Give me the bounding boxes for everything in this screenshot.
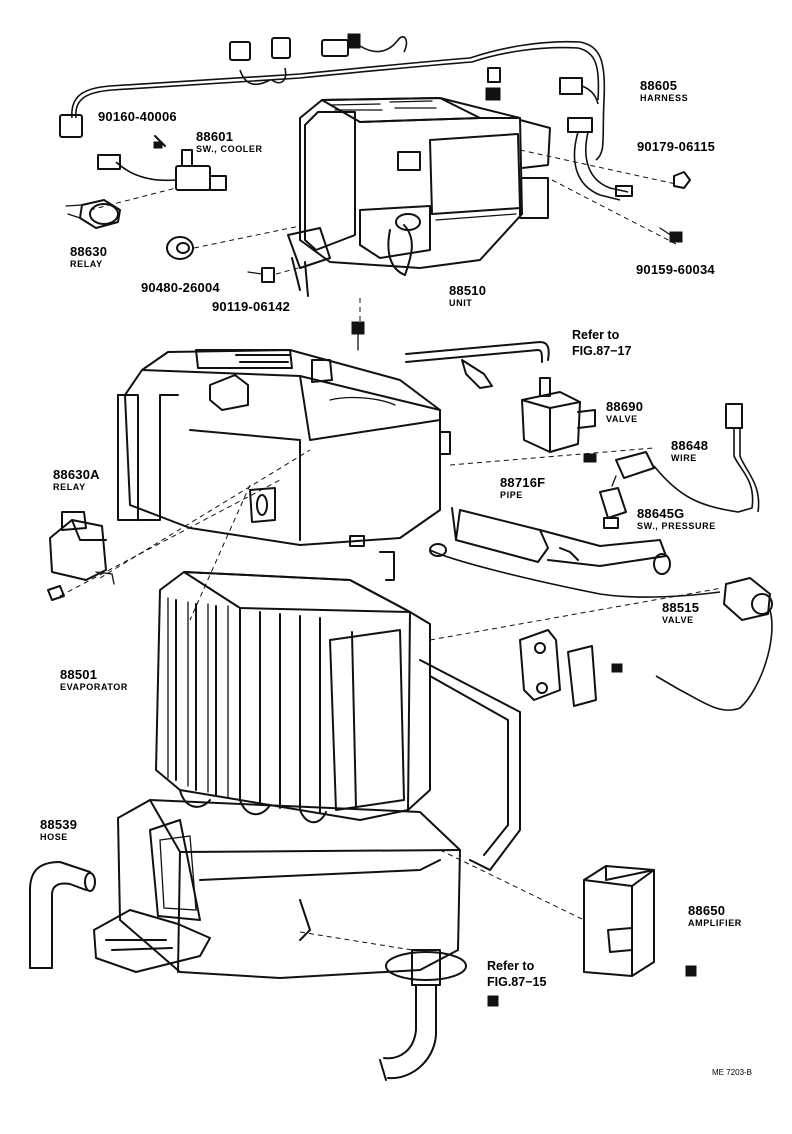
lower-case-drawing (93, 799, 461, 979)
callout-88648: 88648 WIRE (671, 438, 708, 463)
callout-88601: 88601 SW., COOLER (196, 129, 263, 154)
reference-figure: FIG.87−17 (572, 344, 632, 358)
part-description: HOSE (40, 832, 68, 842)
harness-drawing (59, 33, 633, 201)
wire-88648-drawing (615, 403, 760, 513)
part-description: PIPE (500, 490, 523, 500)
callout-90480-26004: 90480-26004 (141, 280, 220, 295)
callout-88690: 88690 VALVE (606, 399, 643, 424)
callout-88716f: 88716F PIPE (500, 475, 545, 500)
clip-drawing (379, 551, 395, 581)
part-description: SW., COOLER (196, 144, 263, 154)
part-description: VALVE (662, 615, 694, 625)
callout-88630: 88630 RELAY (70, 244, 107, 269)
reference-figure: FIG.87−15 (487, 975, 547, 989)
part-number: 90160-40006 (98, 109, 177, 124)
part-description: RELAY (53, 482, 86, 492)
part-number: 88630A (53, 467, 100, 482)
cooler-switch-drawing (97, 135, 227, 191)
callout-88539: 88539 HOSE (40, 817, 77, 842)
part-number: 88605 (640, 78, 678, 93)
part-description: UNIT (449, 298, 473, 308)
bracket-drawing (519, 629, 623, 707)
amplifier-drawing (583, 865, 697, 977)
callout-90179-06115: 90179-06115 (637, 139, 715, 154)
upper-housing-drawing (117, 349, 451, 547)
part-number: 88515 (662, 600, 700, 615)
reference-fig-87-15: Refer to FIG.87−15 (487, 958, 546, 990)
relay-88630-drawing (65, 199, 121, 229)
relay-88630a-drawing (47, 511, 115, 601)
bolt-90119-drawing (247, 267, 275, 283)
pipe-88716f-drawing (451, 507, 671, 575)
callout-88650: 88650 AMPLIFIER (688, 903, 742, 928)
callout-88515: 88515 VALVE (662, 600, 699, 625)
frame-drawing (419, 659, 521, 871)
part-number: 88510 (449, 283, 487, 298)
part-number: 88501 (60, 667, 98, 682)
part-description: SW., PRESSURE (637, 521, 716, 531)
part-description: WIRE (671, 453, 697, 463)
valve-88690-drawing (521, 377, 597, 463)
part-number: 90119-06142 (212, 299, 291, 314)
part-number: 88716F (500, 475, 546, 490)
callout-88501: 88501 EVAPORATOR (60, 667, 128, 692)
part-number: 90179-06115 (637, 139, 716, 154)
part-number: 88539 (40, 817, 78, 832)
part-description: VALVE (606, 414, 638, 424)
callout-88605: 88605 HARNESS (640, 78, 688, 103)
hose-drawing (29, 861, 96, 969)
part-number: 90480-26004 (141, 280, 220, 295)
part-number: 90159-60034 (636, 262, 715, 277)
part-number: 88648 (671, 438, 709, 453)
part-description: HARNESS (640, 93, 689, 103)
leader-lines (59, 149, 723, 951)
callout-88645g: 88645G SW., PRESSURE (637, 506, 716, 531)
callout-88510: 88510 UNIT (449, 283, 486, 308)
part-number: 88645G (637, 506, 685, 521)
drain-fig-87-15-drawing (379, 949, 499, 1081)
pipe-fig-87-17-drawing (405, 341, 550, 389)
expansion-valve-drawing (429, 543, 773, 711)
part-description: RELAY (70, 259, 103, 269)
callout-90119-06142: 90119-06142 (212, 299, 290, 314)
part-description: EVAPORATOR (60, 682, 129, 692)
grommet-drawing (166, 236, 194, 260)
screw-top-housing-drawing (351, 321, 365, 351)
screw-90179-drawing (673, 171, 691, 189)
callout-88630a: 88630A RELAY (53, 467, 100, 492)
part-number: 88601 (196, 129, 234, 144)
pressure-switch-drawing (599, 475, 627, 529)
part-number: 88630 (70, 244, 108, 259)
part-number: 88690 (606, 399, 644, 414)
callout-90159-60034: 90159-60034 (636, 262, 715, 277)
screw-90159-drawing (659, 227, 683, 243)
callout-90160-40006: 90160-40006 (98, 109, 177, 124)
cooling-unit-drawing (287, 97, 551, 297)
part-description: AMPLIFIER (688, 918, 742, 928)
evaporator-drawing (155, 571, 431, 824)
reference-fig-87-17: Refer to FIG.87−17 (572, 327, 631, 359)
part-number: 88650 (688, 903, 726, 918)
reference-prefix: Refer to (487, 959, 535, 973)
reference-prefix: Refer to (572, 328, 620, 342)
drawing-code: ME 7203-B (712, 1068, 753, 1077)
